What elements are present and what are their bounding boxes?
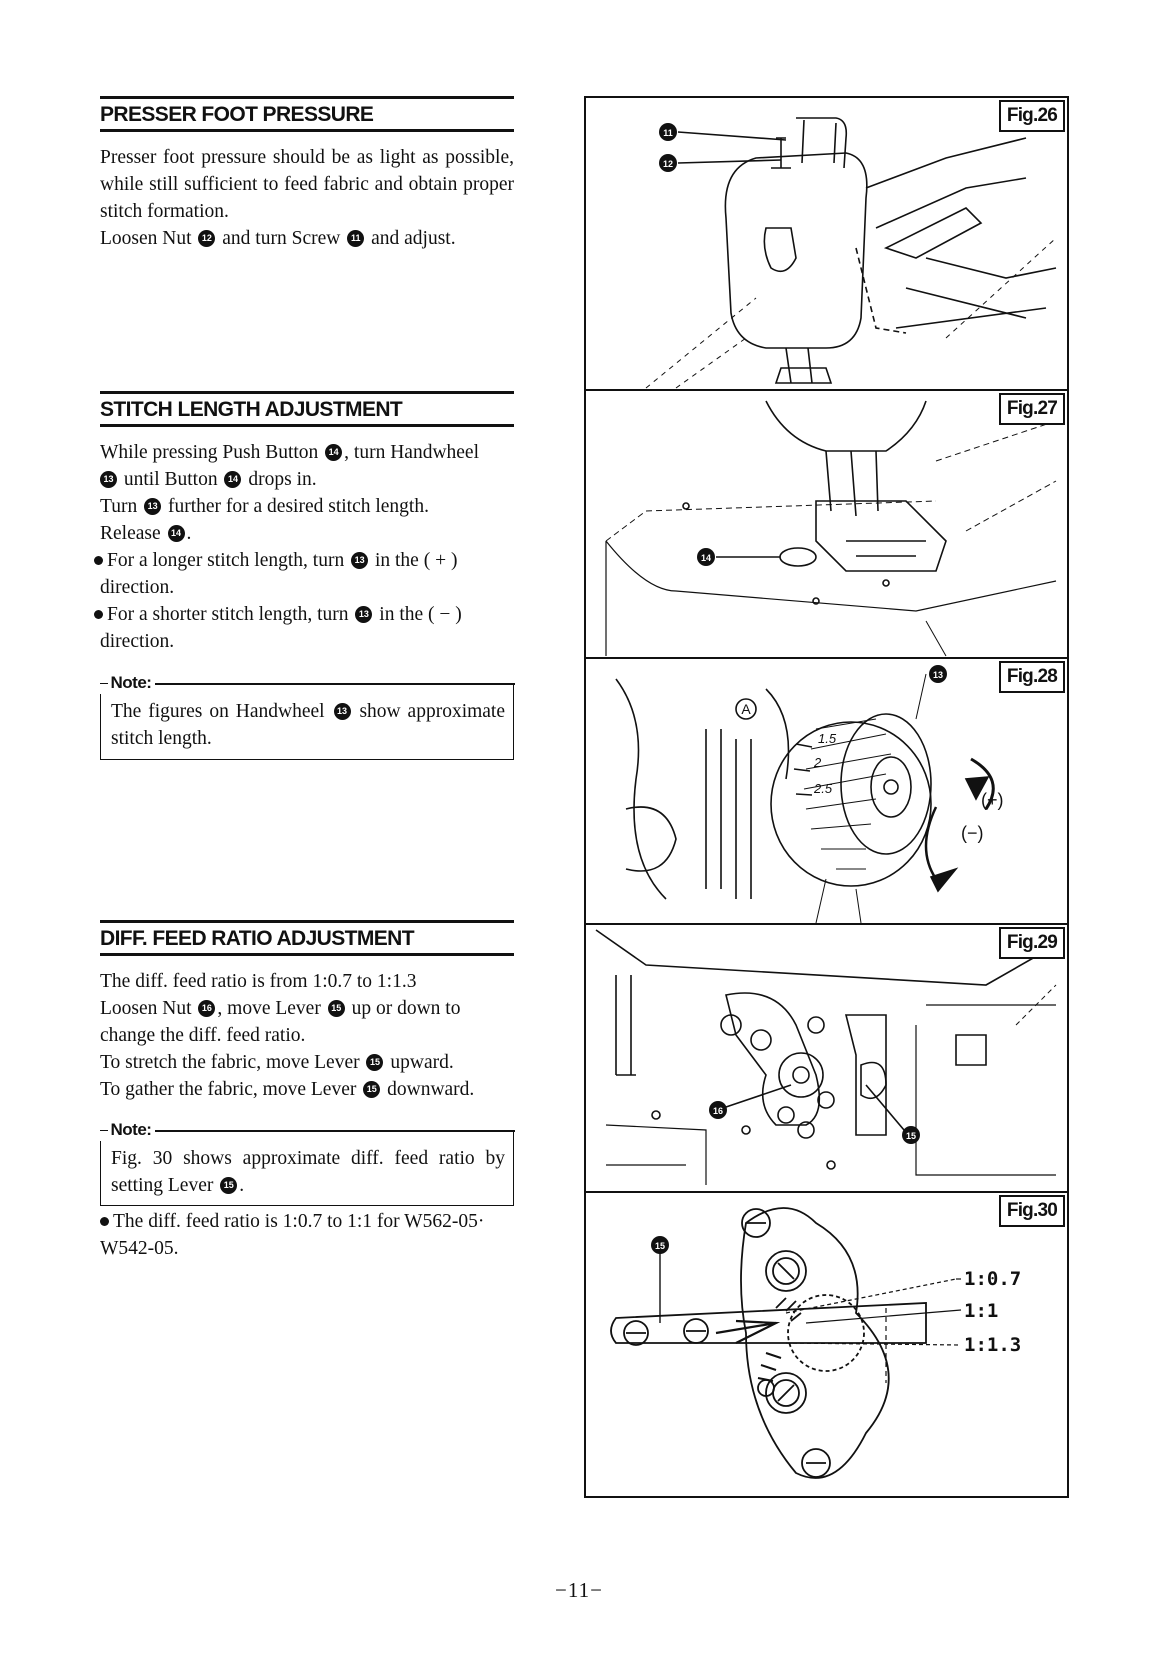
figure-label: Fig.30 [998,1195,1065,1227]
ref-number-push-button: 14 [224,470,242,488]
bullet-item: The diff. feed ratio is 1:0.7 to 1:1 for… [100,1211,485,1259]
ref-number-lever: 15 [220,1176,238,1194]
sewing-machine-head-illustration [645,117,1057,389]
figure-label: Fig.26 [998,100,1065,132]
figure-26: 11 12 Fig.26 [586,98,1067,391]
ref-number-nut: 12 [198,229,216,247]
section-body: While pressing Push Button 14, turn Hand… [94,439,514,655]
note-label: Note: [99,672,156,694]
diff-feed-lever-illustration [595,929,1057,1185]
handwheel-illustration [615,673,995,923]
feed-ratio-scale-illustration [610,1207,962,1479]
section-title: STITCH LENGTH ADJUSTMENT [100,391,514,427]
ref-number-handwheel: 13 [351,551,369,569]
section-presser-foot-pressure: PRESSER FOOT PRESSURE Presser foot press… [100,96,514,252]
ref-number-handwheel: 13 [100,470,117,488]
ref-number-lever: 15 [366,1053,384,1071]
ref-number-lever: 15 [363,1080,381,1098]
ref-number-handwheel: 13 [355,605,373,623]
note-box-diff: Note: Fig. 30 shows approximate diff. fe… [99,1119,515,1206]
section-body: Presser foot pressure should be as light… [100,144,514,252]
ref-number-handwheel: 13 [333,702,351,720]
figure-label: Fig.27 [998,393,1065,425]
bullet-icon [100,1217,109,1227]
figure-30: 15 1:0.7 1:1 1:1.3 Fig.30 [586,1193,1067,1496]
section-title: PRESSER FOOT PRESSURE [100,96,514,132]
bullet-item: For a longer stitch length, turn 13 in t… [94,547,514,574]
bullet-icon [94,556,103,566]
ref-number-screw: 11 [347,229,365,247]
figure-panel: 11 12 Fig.26 14 Fig.27 [584,96,1069,1498]
section-title: DIFF. FEED RATIO ADJUSTMENT [100,920,514,956]
paragraph: Presser foot pressure should be as light… [100,147,514,222]
bullet-item: For a shorter stitch length, turn 13 in … [94,601,514,628]
figure-29: 16 15 Fig.29 [586,925,1067,1193]
figure-label: Fig.29 [998,927,1065,959]
paragraph-instruction: Loosen Nut 12 and turn Screw 11 and adju… [100,228,456,249]
note-label: Note: [99,1119,156,1141]
ref-number-push-button: 14 [325,443,343,461]
figure-28: 13 A 1.5 2 2.5 (+) (−) Fig.28 [586,659,1067,925]
bullet-icon [94,610,103,620]
section-body: The diff. feed ratio is from 1:0.7 to 1:… [100,971,475,1100]
ref-number-nut: 16 [198,999,216,1017]
ref-number-push-button: 14 [167,524,185,542]
page-number: −11− [555,1578,603,1602]
section-diff-feed: DIFF. FEED RATIO ADJUSTMENT The diff. fe… [100,920,514,1103]
note-box-stitch: Note: The figures on Handwheel 13 show a… [99,672,515,760]
section-stitch-length: STITCH LENGTH ADJUSTMENT While pressing … [94,391,514,655]
figure-label: Fig.28 [998,661,1065,693]
note-text: Fig. 30 shows approximate diff. feed rat… [111,1148,505,1196]
needle-plate-illustration [605,400,1057,657]
ref-number-handwheel: 13 [144,497,162,515]
note-text: The figures on Handwheel 13 show approxi… [111,701,506,749]
ref-number-lever: 15 [327,999,345,1017]
figure-27: 14 Fig.27 [586,391,1067,659]
